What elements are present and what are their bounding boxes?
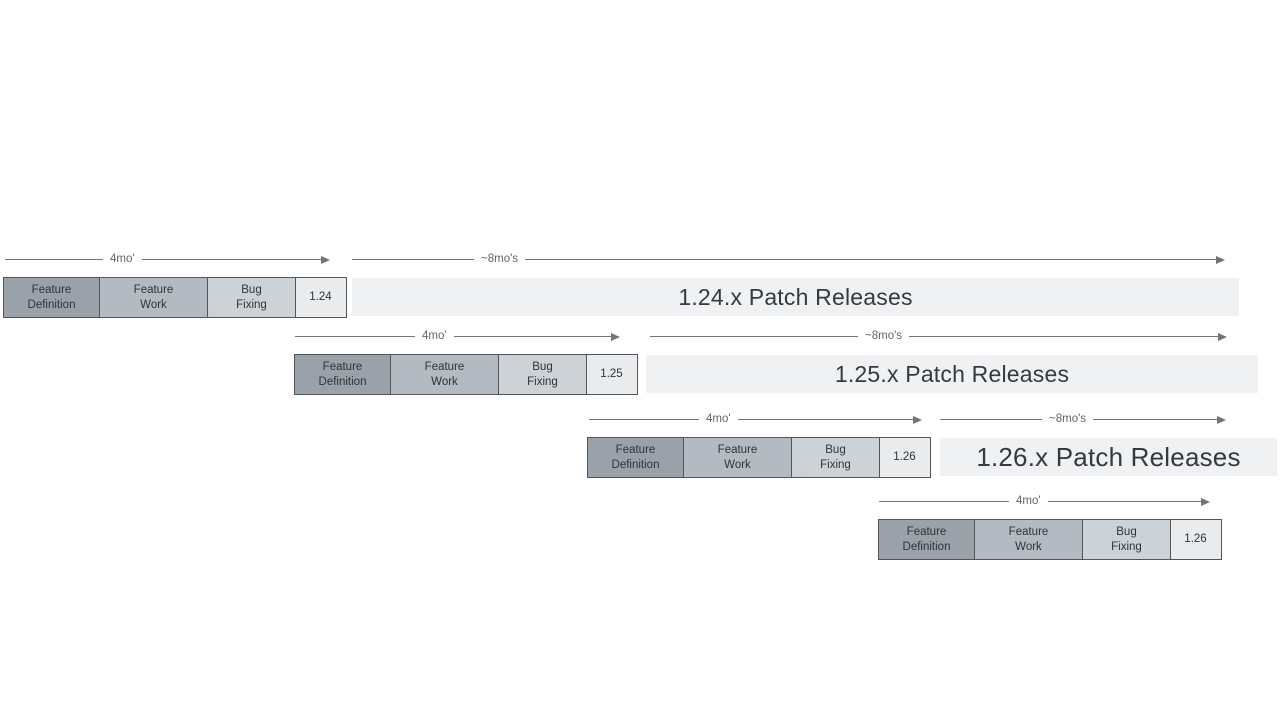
- patch-duration-label: ~8mo's: [481, 253, 519, 265]
- arrow-line: [940, 419, 1042, 420]
- patch-duration-label: ~8mo's: [1049, 413, 1087, 425]
- arrow-line: [737, 419, 913, 420]
- dev-duration-label: 4mo': [110, 253, 135, 265]
- arrowhead-icon: [913, 415, 922, 424]
- arrow-line: [909, 336, 1218, 337]
- arrow-line: [589, 419, 699, 420]
- arrow-line: [1047, 501, 1201, 502]
- arrow-line: [295, 336, 415, 337]
- patch-duration-label: ~8mo's: [865, 330, 903, 342]
- patch-releases-band: 1.24.x Patch Releases: [352, 278, 1239, 316]
- arrowhead-icon: [1216, 255, 1225, 264]
- dev-duration-arrow: 4mo': [5, 252, 330, 270]
- patch-releases-label: 1.25.x Patch Releases: [834, 360, 1070, 387]
- arrow-line: [453, 336, 611, 337]
- arrow-line: [650, 336, 858, 337]
- patch-releases-label: 1.26.x Patch Releases: [976, 441, 1241, 472]
- version-box: 1.25: [585, 354, 638, 395]
- version-label: 1.25: [600, 368, 623, 381]
- patch-duration-arrow: ~8mo's: [940, 412, 1226, 430]
- patch-releases-band: 1.26.x Patch Releases: [940, 438, 1277, 476]
- version-box: 1.26: [878, 437, 931, 478]
- arrow-line: [352, 259, 474, 260]
- version-label: 1.26: [1184, 533, 1207, 546]
- patch-duration-arrow: ~8mo's: [650, 329, 1227, 347]
- version-box: 1.26: [1169, 519, 1222, 560]
- arrowhead-icon: [1218, 332, 1227, 341]
- arrow-line: [525, 259, 1216, 260]
- version-label: 1.26: [893, 451, 916, 464]
- dev-duration-label: 4mo': [706, 413, 731, 425]
- arrow-line: [1093, 419, 1217, 420]
- arrow-line: [879, 501, 1009, 502]
- dev-duration-arrow: 4mo': [295, 329, 620, 347]
- arrow-line: [141, 259, 321, 260]
- arrow-line: [5, 259, 103, 260]
- patch-releases-label: 1.24.x Patch Releases: [678, 283, 913, 310]
- dev-duration-arrow: 4mo': [879, 494, 1210, 512]
- version-label: 1.24: [309, 291, 332, 304]
- dev-duration-label: 4mo': [1016, 495, 1041, 507]
- patch-releases-band: 1.25.x Patch Releases: [646, 355, 1258, 393]
- arrowhead-icon: [611, 332, 620, 341]
- arrowhead-icon: [321, 255, 330, 264]
- arrowhead-icon: [1217, 415, 1226, 424]
- dev-duration-arrow: 4mo': [589, 412, 922, 430]
- dev-duration-label: 4mo': [422, 330, 447, 342]
- patch-duration-arrow: ~8mo's: [352, 252, 1225, 270]
- version-box: 1.24: [294, 277, 347, 318]
- arrowhead-icon: [1201, 497, 1210, 506]
